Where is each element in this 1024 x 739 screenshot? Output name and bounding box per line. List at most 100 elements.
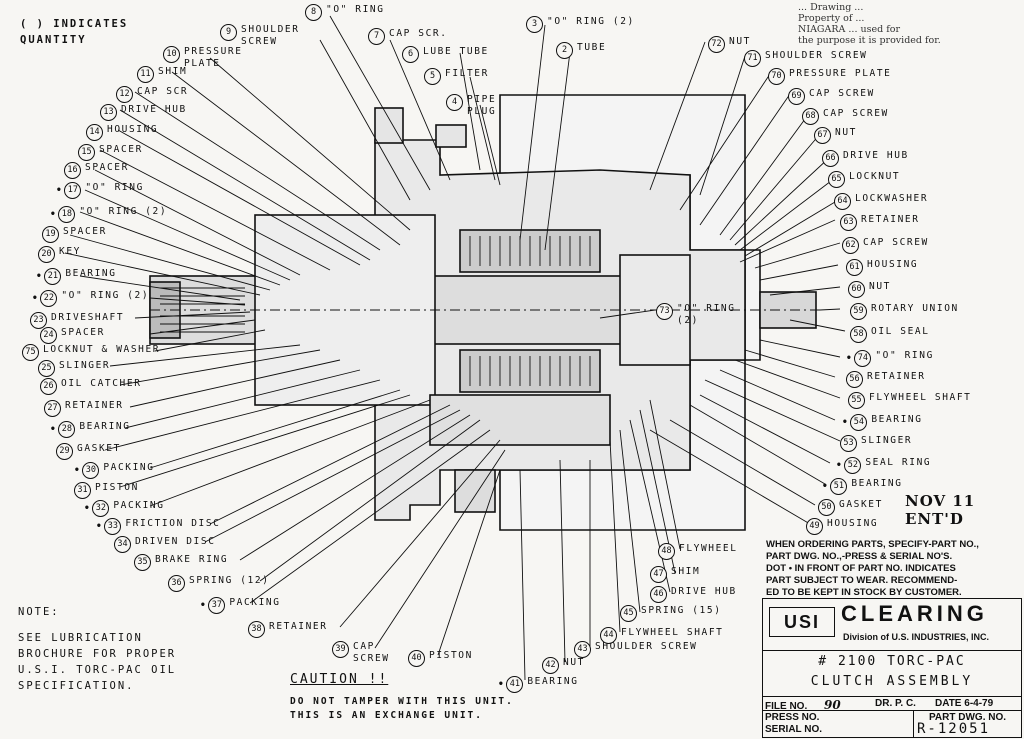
part-name: CAP SCREW — [823, 108, 889, 119]
part-name: TUBE — [577, 42, 607, 53]
part-number-circle: 10 — [163, 46, 180, 63]
wear-part-dot-icon: • — [36, 271, 44, 282]
part-number-circle: 74 — [854, 350, 872, 367]
part-name: SHOULDER SCREW — [595, 641, 698, 652]
part-name: RETAINER — [269, 621, 328, 632]
company-block: USI CLEARING Division of U.S. INDUSTRIES… — [762, 598, 1022, 652]
note-body: SEE LUBRICATION BROCHURE FOR PROPER U.S.… — [18, 632, 177, 692]
wear-part-dot-icon: • — [498, 679, 506, 690]
part-number-circle: 48 — [658, 543, 675, 560]
part-number-circle: 44 — [600, 627, 617, 644]
part-number-circle: 32 — [92, 500, 110, 517]
part-name: SPACER — [99, 144, 143, 155]
file-no-field: FILE NO. 90 — [765, 698, 841, 712]
part-number-circle: 23 — [30, 312, 47, 329]
part-number-circle: 72 — [708, 36, 725, 53]
part-number-circle: 5 — [424, 68, 441, 85]
part-name: FLYWHEEL — [679, 543, 738, 554]
part-name: CAP SCR. — [389, 28, 448, 39]
part-name: BEARING — [851, 478, 903, 489]
part-number-circle: 46 — [650, 586, 667, 603]
part-name: "O" RING (2) — [677, 303, 736, 326]
part-label-18: •18"O" RING (2) — [50, 206, 167, 223]
part-name: "O" RING — [85, 182, 144, 193]
company-name: CLEARING — [841, 601, 988, 626]
part-name: FLYWHEEL SHAFT — [621, 627, 724, 638]
part-name: "O" RING (2) — [61, 290, 150, 301]
part-name: LOCKWASHER — [855, 193, 929, 204]
part-number-circle: 4 — [446, 94, 463, 111]
part-number-circle: 26 — [40, 378, 57, 395]
part-number-circle: 34 — [114, 536, 131, 553]
wear-part-dot-icon: • — [50, 209, 58, 220]
part-label-74: •74"O" RING — [846, 350, 934, 367]
wear-part-dot-icon: • — [74, 465, 82, 476]
part-label-61: 61 HOUSING — [846, 259, 918, 276]
part-number-circle: 61 — [846, 259, 863, 276]
part-number-circle: 70 — [768, 68, 785, 85]
caution-title: CAUTION !! — [290, 672, 389, 687]
assembly-title: CLUTCH ASSEMBLY — [810, 674, 974, 689]
part-name: HOUSING — [827, 518, 879, 529]
part-label-14: 14 HOUSING — [86, 124, 158, 141]
note-title: NOTE: — [18, 606, 60, 618]
part-number-circle: 60 — [848, 281, 865, 298]
part-name: SHIM — [158, 66, 188, 77]
part-name: CAP SCREW — [863, 237, 929, 248]
part-number-circle: 66 — [822, 150, 839, 167]
file-info-block: FILE NO. 90 DR. P. C. DATE 6-4-79 PRESS … — [762, 696, 1022, 738]
part-label-44: 44 FLYWHEEL SHAFT — [600, 627, 723, 644]
part-number-circle: 11 — [137, 66, 154, 83]
part-name: SHOULDER SCREW — [765, 50, 868, 61]
part-number-circle: 56 — [846, 371, 863, 388]
part-name: HOUSING — [867, 259, 919, 270]
part-number-circle: 42 — [542, 657, 559, 674]
part-number-circle: 71 — [744, 50, 761, 67]
part-number-circle: 13 — [100, 104, 117, 121]
wear-part-dot-icon: • — [32, 293, 40, 304]
file-no-value: 90 — [824, 698, 841, 712]
part-name: "O" RING — [875, 350, 934, 361]
part-name: CAP SCREW — [809, 88, 875, 99]
quantity-legend: ( ) INDICATES QUANTITY — [20, 18, 129, 46]
part-name: SLINGER — [59, 360, 111, 371]
dr-value: P. C. — [895, 698, 916, 709]
rotary-union — [759, 291, 817, 329]
part-name: BRAKE RING — [155, 554, 229, 565]
part-name: SHOULDER SCREW — [241, 24, 300, 47]
part-number-circle: 39 — [332, 641, 349, 658]
part-number-circle: 14 — [86, 124, 103, 141]
part-name: CAP SCREW — [353, 641, 390, 664]
caution-note: CAUTION !! DO NOT TAMPER WITH THIS UNIT.… — [290, 672, 514, 723]
assembly-title-block: # 2100 TORC-PAC CLUTCH ASSEMBLY — [762, 650, 1022, 698]
part-name: HOUSING — [107, 124, 159, 135]
part-number-circle: 38 — [248, 621, 265, 638]
date-label: DATE — [935, 698, 962, 709]
part-name: SPACER — [63, 226, 107, 237]
part-name: SPACER — [61, 327, 105, 338]
part-name: "O" RING (2) — [547, 16, 635, 27]
part-number-circle: 6 — [402, 46, 419, 63]
property-stamp: ... Drawing ... Property of ... NIAGARA … — [798, 2, 941, 46]
part-number-circle: 20 — [38, 246, 55, 263]
